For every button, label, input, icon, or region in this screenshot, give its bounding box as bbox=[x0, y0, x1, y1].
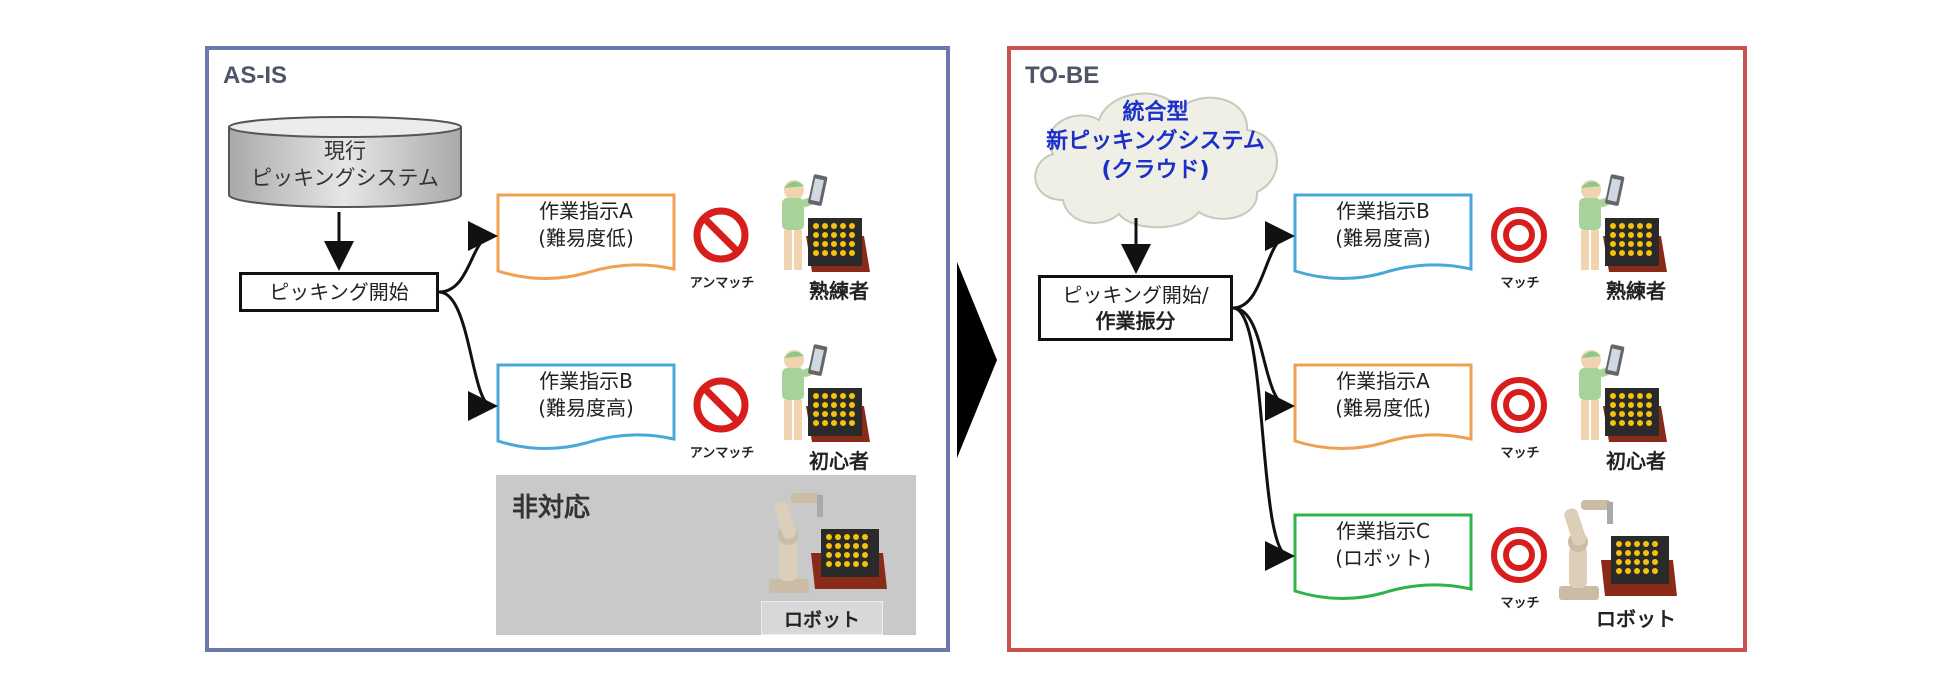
instruction-a-shape bbox=[496, 193, 676, 280]
chevron-arrow-icon bbox=[957, 262, 997, 458]
instruction-b-shape bbox=[1293, 193, 1473, 280]
match-caption-1: マッチ bbox=[1500, 276, 1540, 291]
database-cylinder-icon bbox=[228, 116, 462, 208]
role-expert: 熟練者 bbox=[809, 279, 869, 303]
robot-arm-icon bbox=[761, 483, 891, 603]
role-beginner: 初心者 bbox=[809, 449, 869, 473]
match-caption-3: マッチ bbox=[1500, 596, 1540, 611]
instruction-b-text: 作業指示B (難易度高) bbox=[538, 369, 634, 420]
unsupported-area: 非対応 ロボット bbox=[496, 475, 916, 635]
picking-start-box: ピッキング開始 bbox=[239, 272, 439, 312]
instruction-a-text: 作業指示A (難易度低) bbox=[1335, 369, 1431, 420]
cloud-system-label: 統合型 新ピッキングシステム (クラウド) bbox=[1046, 100, 1265, 183]
mismatch-caption-2: アンマッチ bbox=[689, 446, 755, 461]
instruction-b-text: 作業指示B (難易度高) bbox=[1335, 199, 1431, 250]
role-beginner: 初心者 bbox=[1606, 449, 1666, 473]
tobe-connectors bbox=[1121, 218, 1295, 571]
instruction-c-text: 作業指示C (ロボット) bbox=[1335, 519, 1431, 570]
asis-panel: AS-IS 現行 ピッキングシステム ピッキング開始 作業指示A (難易度低) … bbox=[205, 46, 950, 652]
role-expert: 熟練者 bbox=[1606, 279, 1666, 303]
mismatch-caption-1: アンマッチ bbox=[689, 276, 755, 291]
instruction-a-shape bbox=[1293, 363, 1473, 450]
instruction-a-text: 作業指示A (難易度低) bbox=[538, 199, 634, 250]
asis-connectors bbox=[324, 212, 498, 421]
instruction-c-shape bbox=[1293, 513, 1473, 600]
robot-label: ロボット bbox=[761, 601, 883, 635]
match-caption-2: マッチ bbox=[1500, 446, 1540, 461]
cloud-icon bbox=[1034, 92, 1279, 229]
current-system-label: 現行 ピッキングシステム bbox=[251, 139, 439, 190]
tobe-panel: TO-BE 統合型 新ピッキングシステム (クラウド) ピッキング開始/ 作業振… bbox=[1007, 46, 1747, 652]
instruction-b-shape bbox=[496, 363, 676, 450]
unsupported-title: 非対応 bbox=[512, 493, 591, 523]
picking-start-dispatch-box: ピッキング開始/ 作業振分 bbox=[1038, 275, 1233, 341]
asis-title: AS-IS bbox=[223, 62, 288, 89]
role-robot: ロボット bbox=[1596, 607, 1676, 631]
tobe-title: TO-BE bbox=[1025, 62, 1100, 89]
